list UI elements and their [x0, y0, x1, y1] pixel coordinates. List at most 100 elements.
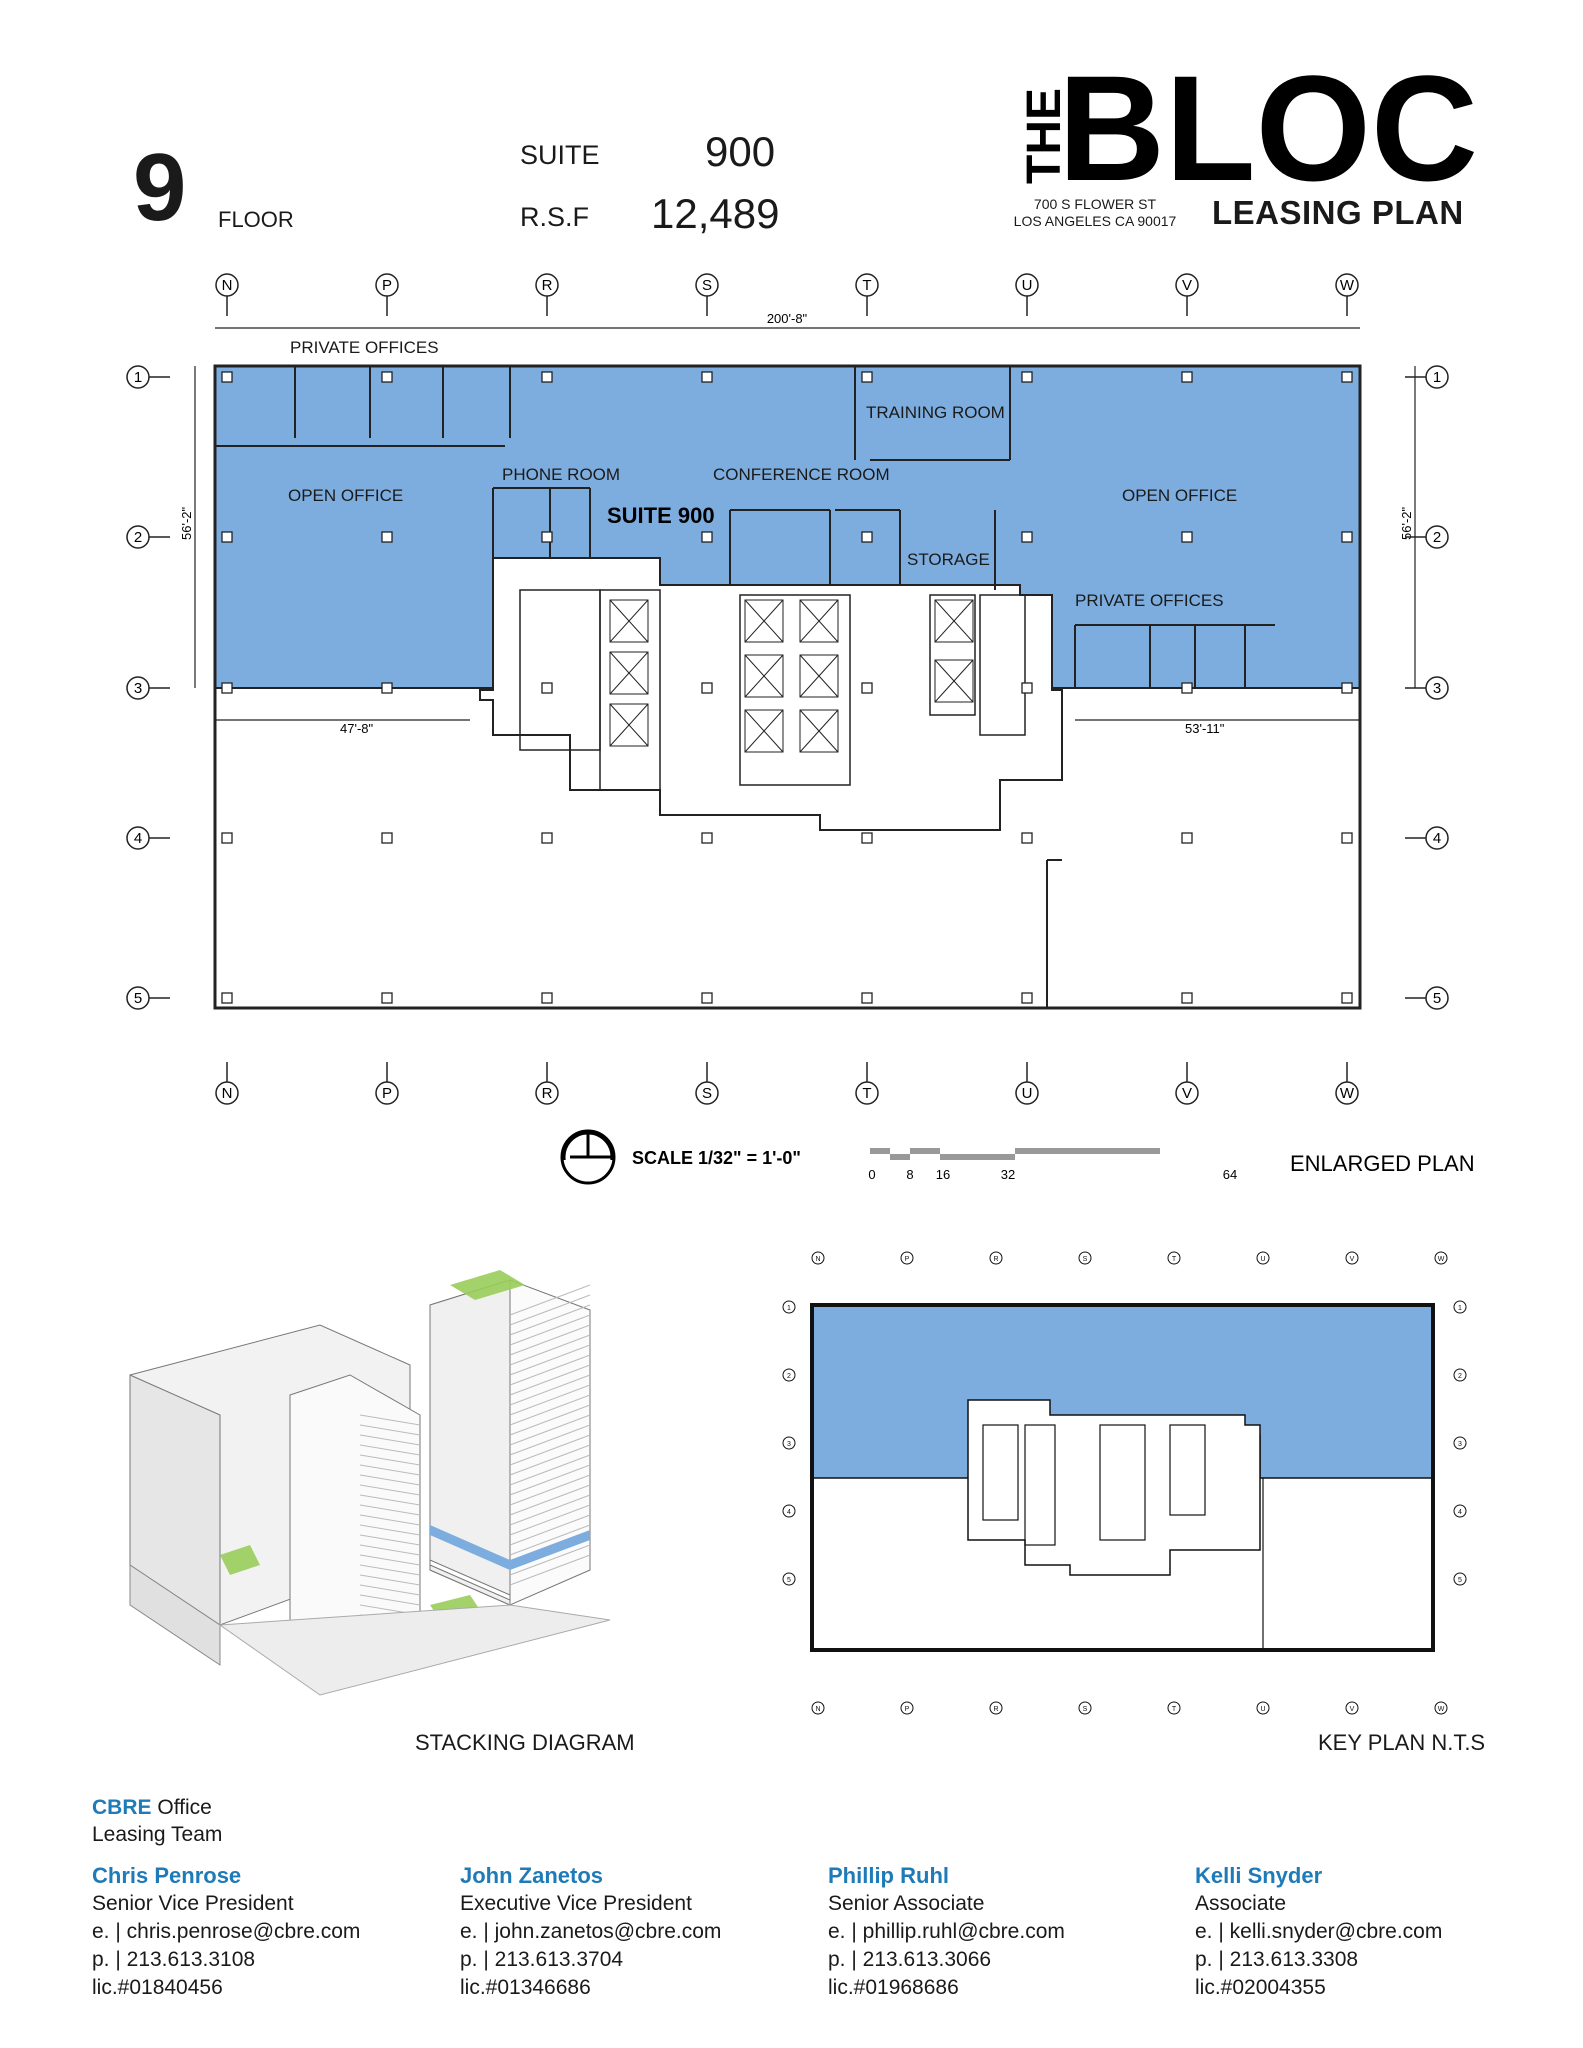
- contact-email[interactable]: e. | phillip.ruhl@cbre.com: [828, 1920, 1065, 1943]
- grid-label-top: N: [222, 277, 233, 294]
- contact-email[interactable]: e. | john.zanetos@cbre.com: [460, 1920, 722, 1943]
- dim-left: 47'-8": [340, 721, 374, 736]
- structural-column: [1341, 832, 1353, 844]
- contact-name: Chris Penrose: [92, 1863, 242, 1888]
- key-plan-row-label: 5: [1458, 1577, 1462, 1584]
- structural-column: [1341, 371, 1353, 383]
- floor-number: 9: [133, 134, 186, 241]
- key-plan-row-label: 1: [1458, 1305, 1462, 1312]
- key-plan-bubble: [782, 1572, 796, 1586]
- key-plan-bubble: [900, 1251, 914, 1265]
- key-plan-row-label: 2: [787, 1373, 791, 1380]
- key-plan-bubble: [782, 1300, 796, 1314]
- contact-card: Phillip Ruhl Senior Associate e. | phill…: [828, 1862, 1065, 2002]
- contact-title: Senior Vice President: [92, 1892, 294, 1915]
- key-plan-col-label: V: [1350, 1256, 1355, 1263]
- structural-column: [221, 832, 233, 844]
- grid-label-top: R: [542, 277, 553, 294]
- structural-column: [701, 992, 713, 1004]
- key-plan-row-label: 3: [1458, 1441, 1462, 1448]
- label-training-room: TRAINING ROOM: [866, 403, 1005, 422]
- team-title: CBRE Office Leasing Team: [92, 1794, 222, 1848]
- key-plan-bubble: [1434, 1701, 1448, 1715]
- contact-name: Phillip Ruhl: [828, 1863, 949, 1888]
- key-plan-bubble: [811, 1251, 825, 1265]
- grid-label-bottom: P: [382, 1085, 392, 1102]
- structural-column: [541, 992, 553, 1004]
- logo-the: THE: [1018, 88, 1071, 184]
- contact-card: John Zanetos Executive Vice President e.…: [460, 1862, 721, 2002]
- floor-label: FLOOR: [218, 207, 294, 232]
- key-plan-core: [967, 1399, 1261, 1576]
- key-plan-row-label: 3: [787, 1441, 791, 1448]
- contact-phone[interactable]: p. | 213.613.3308: [1195, 1948, 1359, 1971]
- contact-card: Kelli Snyder Associate e. | kelli.snyder…: [1195, 1862, 1442, 2002]
- address-line1: 700 S FLOWER ST: [1033, 196, 1157, 212]
- structural-column: [541, 832, 553, 844]
- label-phone-room: PHONE ROOM: [502, 465, 620, 484]
- grid-label-left: 1: [134, 369, 142, 386]
- rsf-label: R.S.F: [520, 202, 590, 232]
- key-plan-row-label: 1: [787, 1305, 791, 1312]
- key-plan-col-label: V: [1350, 1706, 1355, 1713]
- structural-column: [381, 371, 393, 383]
- building-core: [479, 557, 1063, 831]
- contact-license: lic.#02004355: [1195, 1976, 1326, 1999]
- scale-graphic: [870, 1148, 1160, 1160]
- key-plan-col-label: R: [993, 1706, 998, 1713]
- grid-label-top: U: [1022, 277, 1033, 294]
- grid-columns-top: [215, 273, 1359, 316]
- grid-label-top: P: [382, 277, 392, 294]
- key-plan-bubble: [782, 1504, 796, 1518]
- key-plan-bubble: [1167, 1701, 1181, 1715]
- key-plan-row-label: 5: [787, 1577, 791, 1584]
- grid-label-right: 4: [1433, 830, 1441, 847]
- key-plan-bubble: [782, 1368, 796, 1382]
- dim-width: 200'-8": [767, 311, 808, 326]
- structural-column: [701, 682, 713, 694]
- key-plan-bubble: [1453, 1436, 1467, 1450]
- structural-column: [1021, 992, 1033, 1004]
- contact-license: lic.#01840456: [92, 1976, 223, 1999]
- structural-column: [701, 531, 713, 543]
- interior-walls: [215, 366, 1275, 688]
- structural-column: [1341, 531, 1353, 543]
- floor-plan: 200'-8": [126, 273, 1449, 1160]
- contact-license: lic.#01346686: [460, 1976, 591, 1999]
- structural-column: [1021, 832, 1033, 844]
- label-private-offices-1: PRIVATE OFFICES: [290, 338, 439, 357]
- key-plan-bubble: [1167, 1251, 1181, 1265]
- dim-right: 53'-11": [1185, 721, 1225, 736]
- structural-column: [1021, 682, 1033, 694]
- stacking-highlight-floor: [430, 1525, 510, 1570]
- key-plan-caption-text: KEY PLAN N.T.S: [1318, 1730, 1486, 1755]
- structural-column: [1341, 682, 1353, 694]
- key-plan-bubble: [900, 1701, 914, 1715]
- key-plan-bubble: [1345, 1251, 1359, 1265]
- dim-height-left: 56'-2": [179, 506, 194, 540]
- grid-label-top: T: [862, 277, 871, 294]
- key-plan-col-label: T: [1172, 1256, 1177, 1263]
- contact-email[interactable]: e. | kelli.snyder@cbre.com: [1195, 1920, 1443, 1943]
- structural-column: [541, 682, 553, 694]
- grid-label-bottom: U: [1022, 1085, 1033, 1102]
- structural-column: [861, 682, 873, 694]
- contact-phone[interactable]: p. | 213.613.3704: [460, 1948, 624, 1971]
- key-plan-bubble: [782, 1436, 796, 1450]
- structural-column: [381, 992, 393, 1004]
- address: 700 S FLOWER ST LOS ANGELES CA 90017: [1010, 196, 1180, 230]
- structural-column: [541, 371, 553, 383]
- contact-email[interactable]: e. | chris.penrose@cbre.com: [92, 1920, 361, 1943]
- scale-tick: 16: [936, 1167, 950, 1182]
- structural-column: [861, 371, 873, 383]
- structural-column: [381, 832, 393, 844]
- contact-phone[interactable]: p. | 213.613.3108: [92, 1948, 256, 1971]
- grid-label-left: 5: [134, 990, 142, 1007]
- key-plan-col-label: W: [1438, 1706, 1445, 1713]
- company-name: CBRE: [92, 1796, 152, 1819]
- key-plan-col-label: W: [1438, 1256, 1445, 1263]
- contact-phone[interactable]: p. | 213.613.3066: [828, 1948, 992, 1971]
- contact-title: Senior Associate: [828, 1892, 985, 1915]
- scale-tick: 64: [1223, 1167, 1237, 1182]
